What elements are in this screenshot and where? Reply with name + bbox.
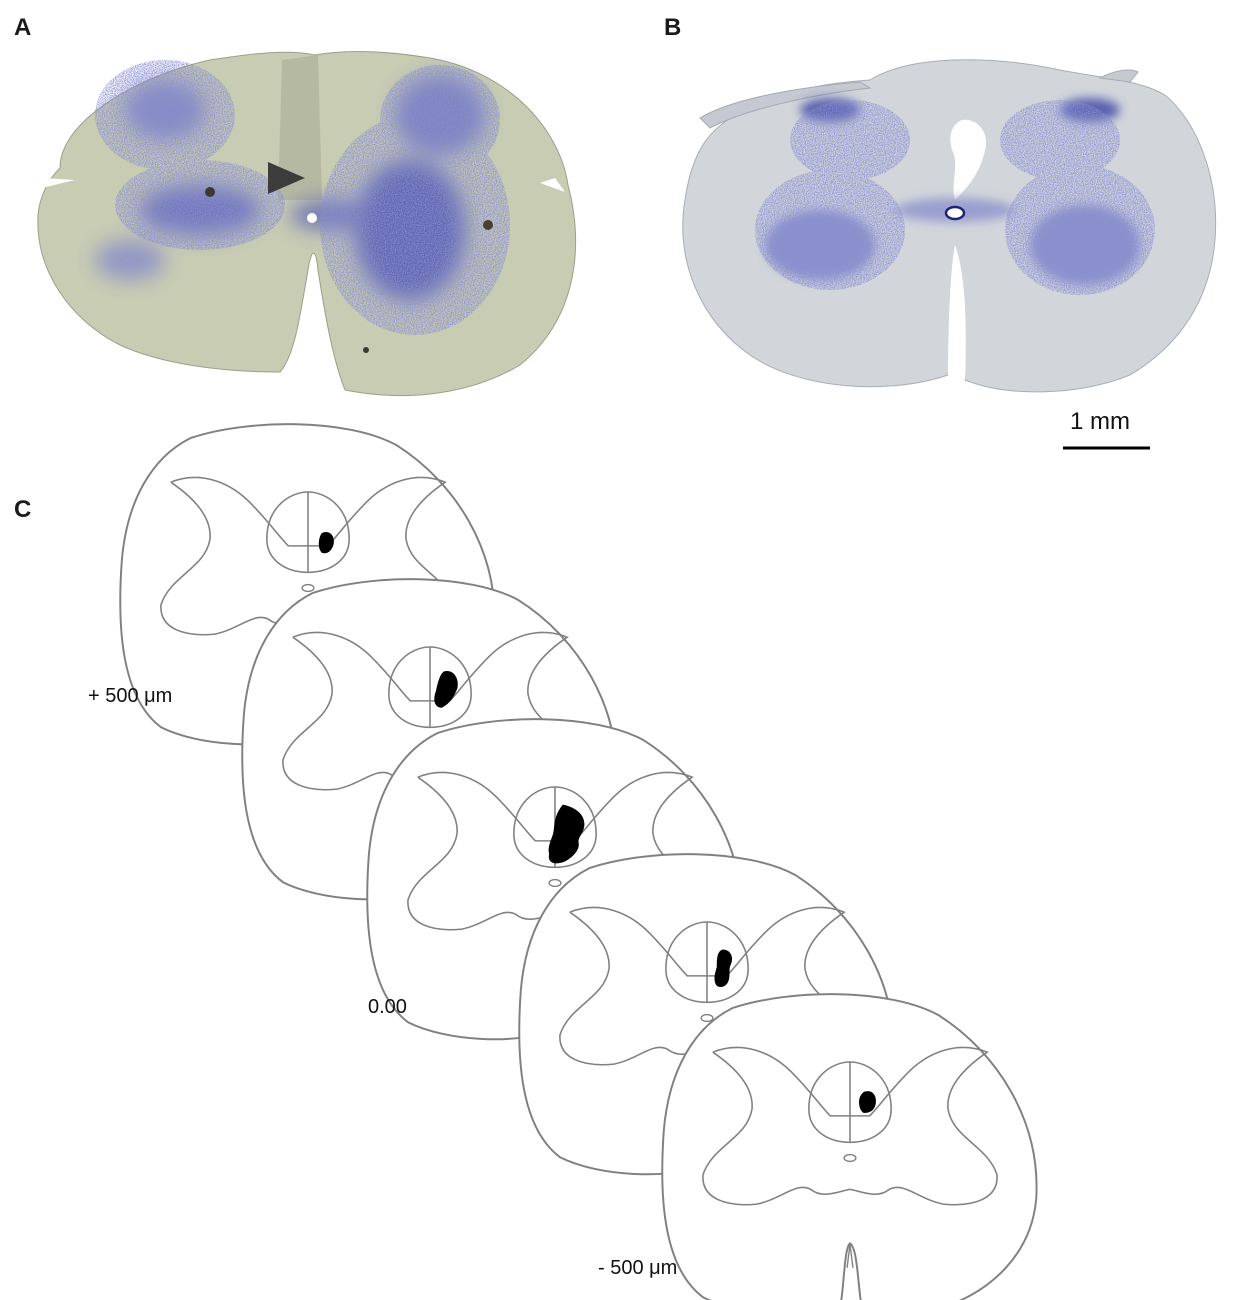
section-minus-500 <box>661 993 1038 1300</box>
panel-label-c: C <box>14 496 32 523</box>
section-minus-250 <box>518 853 895 1176</box>
lesion-mark <box>859 1091 876 1113</box>
section-zero <box>366 718 743 1041</box>
panel-b-micrograph <box>682 59 1217 450</box>
lesion-mark <box>318 532 334 554</box>
panel-a-micrograph <box>37 51 576 397</box>
panel-label-a: A <box>14 14 32 41</box>
lesion-mark <box>434 670 458 708</box>
panel-c-section-series <box>119 423 1038 1300</box>
scale-bar-label: 1 mm <box>1070 408 1130 435</box>
lesion-mark <box>714 949 733 988</box>
depth-label-minus: - 500 μm <box>598 1257 678 1279</box>
panel-label-b: B <box>664 14 682 41</box>
section-plus-250 <box>241 578 618 901</box>
arrowhead-marker <box>268 162 305 194</box>
lesion-mark <box>548 804 585 864</box>
section-plus-500 <box>119 423 496 746</box>
depth-label-plus: + 500 μm <box>88 685 173 707</box>
depth-label-zero: 0.00 <box>368 996 407 1018</box>
